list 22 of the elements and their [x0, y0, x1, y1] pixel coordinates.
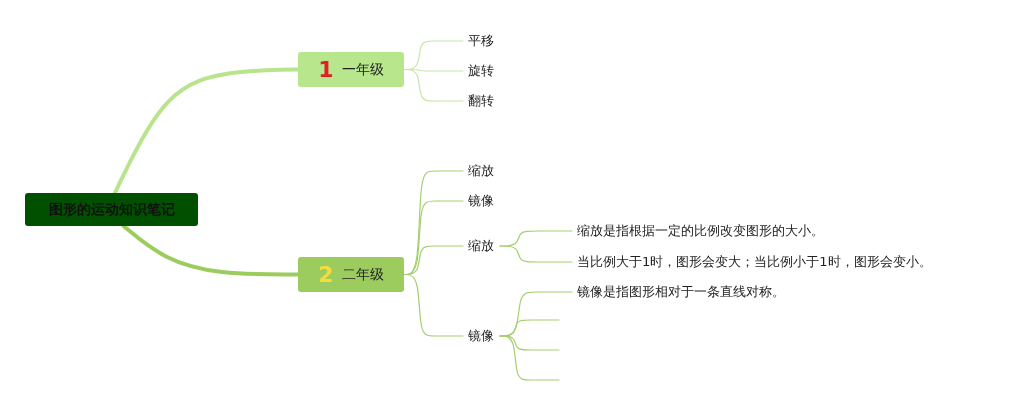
branch-topic-box: [298, 52, 404, 87]
topic-label: 镜像: [466, 191, 496, 211]
branch-topic-box: [298, 257, 404, 292]
topic-label: 缩放: [466, 236, 496, 256]
topic-title: 二年级: [341, 265, 384, 284]
topic-label: 缩放: [466, 161, 496, 181]
connector-line: [499, 245, 573, 263]
connector-line: [499, 335, 560, 381]
grade-number: 1: [318, 57, 334, 82]
root-topic-box: [25, 193, 198, 226]
topic-label: 平移: [466, 31, 496, 51]
topic-label: 旋转: [466, 61, 496, 81]
topic-label: 镜像是指图形相对于一条直线对称。: [575, 282, 787, 302]
branch-connector: [112, 67, 300, 195]
topic-label: 缩放是指根据一定的比例改变图形的大小。: [575, 221, 826, 241]
topic-label: 镜像: [466, 326, 496, 346]
topic-title: 图形的运动知识笔记: [48, 200, 175, 219]
branch-connector: [121, 224, 300, 277]
grade-number: 2: [318, 262, 334, 287]
topic-label: 当比例大于1时，图形会变大；当比例小于1时，图形会变小。: [575, 252, 934, 272]
topic-label: 翻转: [466, 91, 496, 111]
topic-title: 一年级: [341, 60, 384, 79]
